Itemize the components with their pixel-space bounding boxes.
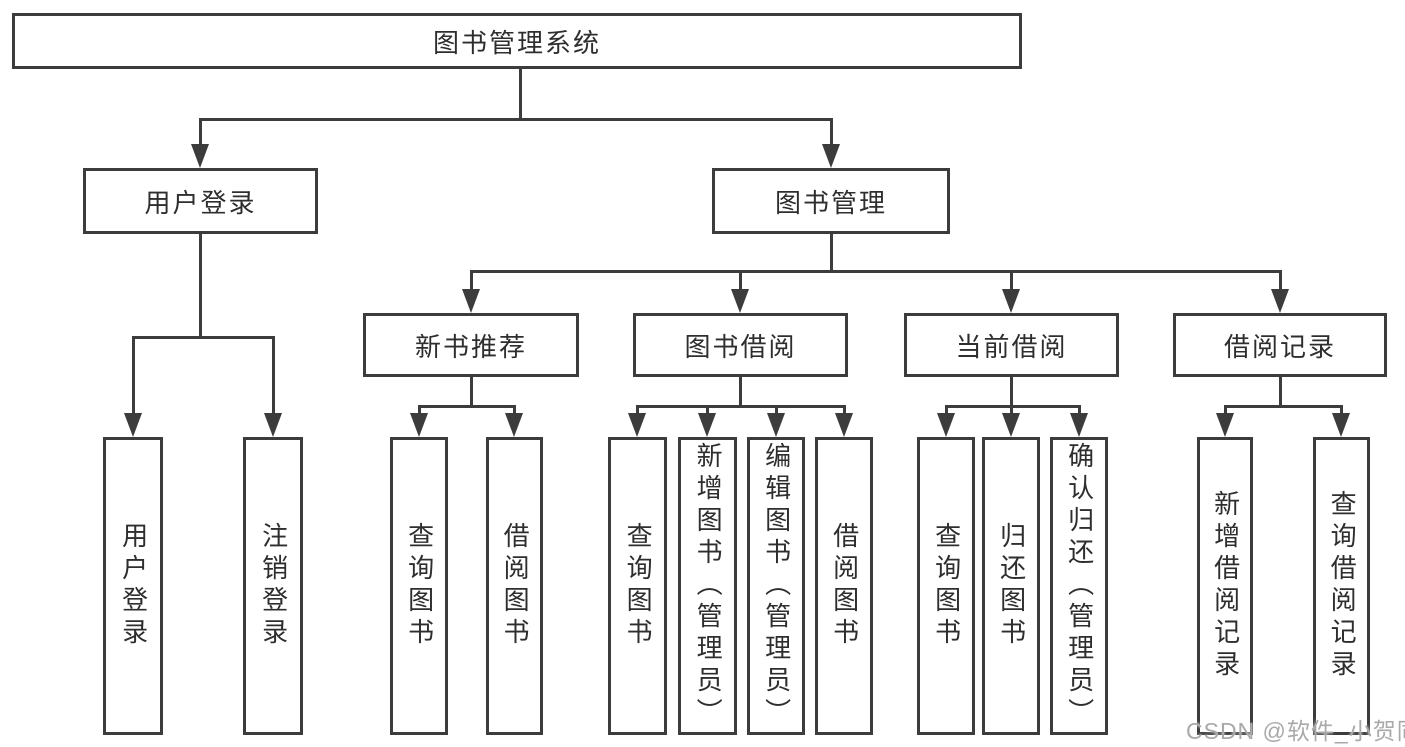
connector-drop <box>944 405 948 413</box>
arrowhead-user-login <box>191 144 209 168</box>
leaf-query-books-3: 查询图书 <box>917 437 975 735</box>
connector-new-book-stub <box>469 377 473 405</box>
connector-drop <box>1340 405 1343 413</box>
connector-drop-leaf-logout <box>271 336 275 413</box>
connector-borrow-records-stub <box>1278 377 1282 405</box>
connector-root-stub <box>519 68 522 118</box>
leaf-query-books-2: 查询图书 <box>608 437 667 735</box>
connector-drop-user-login <box>198 118 202 144</box>
arrowhead <box>410 413 428 437</box>
arrowhead <box>1070 413 1088 437</box>
leaf-label: 用户登录 <box>118 522 149 650</box>
arrowhead <box>1332 413 1350 437</box>
connector-drop-borrow-records <box>1278 270 1282 289</box>
connector-book-borrow-rail <box>636 405 845 408</box>
leaf-label: 查询借阅记录 <box>1327 490 1358 682</box>
leaf-label: 新增借阅记录 <box>1210 490 1241 682</box>
connector-drop <box>1223 405 1227 413</box>
leaf-query-books-1: 查询图书 <box>390 437 448 735</box>
connector-user-login-stub <box>198 234 202 336</box>
connector-book-management-stub <box>829 234 833 270</box>
connector-drop-new-book <box>469 270 473 289</box>
connector-level2-rail <box>198 118 833 121</box>
leaf-borrow-books-1: 借阅图书 <box>486 437 543 735</box>
leaf-borrow-books-2: 借阅图书 <box>815 437 873 735</box>
arrowhead <box>1002 413 1020 437</box>
leaf-label: 查询图书 <box>931 522 962 650</box>
arrowhead-current-borrow <box>1002 289 1020 313</box>
node-new-book-recommendation: 新书推荐 <box>363 313 579 377</box>
leaf-confirm-return-admin: 确认归还（管理员） <box>1050 437 1108 735</box>
connector-drop <box>706 405 709 413</box>
connector-drop <box>417 405 421 413</box>
connector-current-borrow-stub <box>1010 377 1013 405</box>
leaf-add-borrow-record: 新增借阅记录 <box>1197 437 1253 735</box>
arrowhead <box>505 413 523 437</box>
connector-drop <box>513 405 516 413</box>
node-book-management: 图书管理 <box>712 168 950 234</box>
csdn-watermark: CSDN @软件_小贺同学 <box>1186 718 1405 744</box>
node-user-login: 用户登录 <box>83 168 318 234</box>
leaf-label: 借阅图书 <box>829 522 860 650</box>
leaf-label: 编辑图书（管理员） <box>761 442 792 730</box>
arrowhead-new-book <box>462 289 480 313</box>
node-borrowing-records: 借阅记录 <box>1173 313 1387 377</box>
leaf-return-books: 归还图书 <box>982 437 1040 735</box>
connector-drop <box>1077 405 1081 413</box>
connector-drop-book-borrow <box>739 270 742 289</box>
leaf-label: 借阅图书 <box>500 522 531 650</box>
arrowhead-leaf-logout <box>264 413 282 437</box>
connector-current-borrow-rail <box>944 405 1081 408</box>
leaf-label: 新增图书（管理员） <box>693 442 724 730</box>
arrowhead <box>937 413 955 437</box>
leaf-label: 归还图书 <box>996 522 1027 650</box>
leaf-edit-books-admin: 编辑图书（管理员） <box>747 437 805 735</box>
connector-drop-leaf-user-login <box>131 336 135 413</box>
leaf-label: 查询图书 <box>623 522 654 650</box>
arrowhead <box>698 413 716 437</box>
connector-borrow-records-rail <box>1223 405 1343 408</box>
arrowhead <box>767 413 785 437</box>
leaf-add-books-admin: 新增图书（管理员） <box>678 437 737 735</box>
leaf-label: 注销登录 <box>258 522 289 650</box>
connector-drop-book-management <box>829 118 833 144</box>
connector-book-borrow-stub <box>739 377 742 405</box>
connector-user-login-rail <box>131 336 275 339</box>
arrowhead <box>628 413 646 437</box>
leaf-query-borrow-record: 查询借阅记录 <box>1313 437 1370 735</box>
connector-level3-rail <box>469 270 1282 273</box>
connector-drop-current-borrow <box>1010 270 1013 289</box>
connector-drop <box>842 405 846 413</box>
connector-drop <box>636 405 639 413</box>
node-library-management-system: 图书管理系统 <box>12 13 1022 69</box>
leaf-label: 查询图书 <box>404 522 435 650</box>
arrowhead-borrow-records <box>1271 289 1289 313</box>
leaf-logout-login: 注销登录 <box>243 437 303 735</box>
node-book-borrowing: 图书借阅 <box>633 313 848 377</box>
node-current-borrowing: 当前借阅 <box>904 313 1119 377</box>
arrowhead-book-borrow <box>731 289 749 313</box>
leaf-user-login: 用户登录 <box>103 437 163 735</box>
arrowhead <box>835 413 853 437</box>
arrowhead-book-management <box>822 144 840 168</box>
arrowhead <box>1216 413 1234 437</box>
connector-drop <box>774 405 778 413</box>
arrowhead-leaf-user-login <box>124 413 142 437</box>
leaf-label: 确认归还（管理员） <box>1064 442 1095 730</box>
connector-new-book-rail <box>417 405 516 408</box>
connector-drop <box>1009 405 1013 413</box>
